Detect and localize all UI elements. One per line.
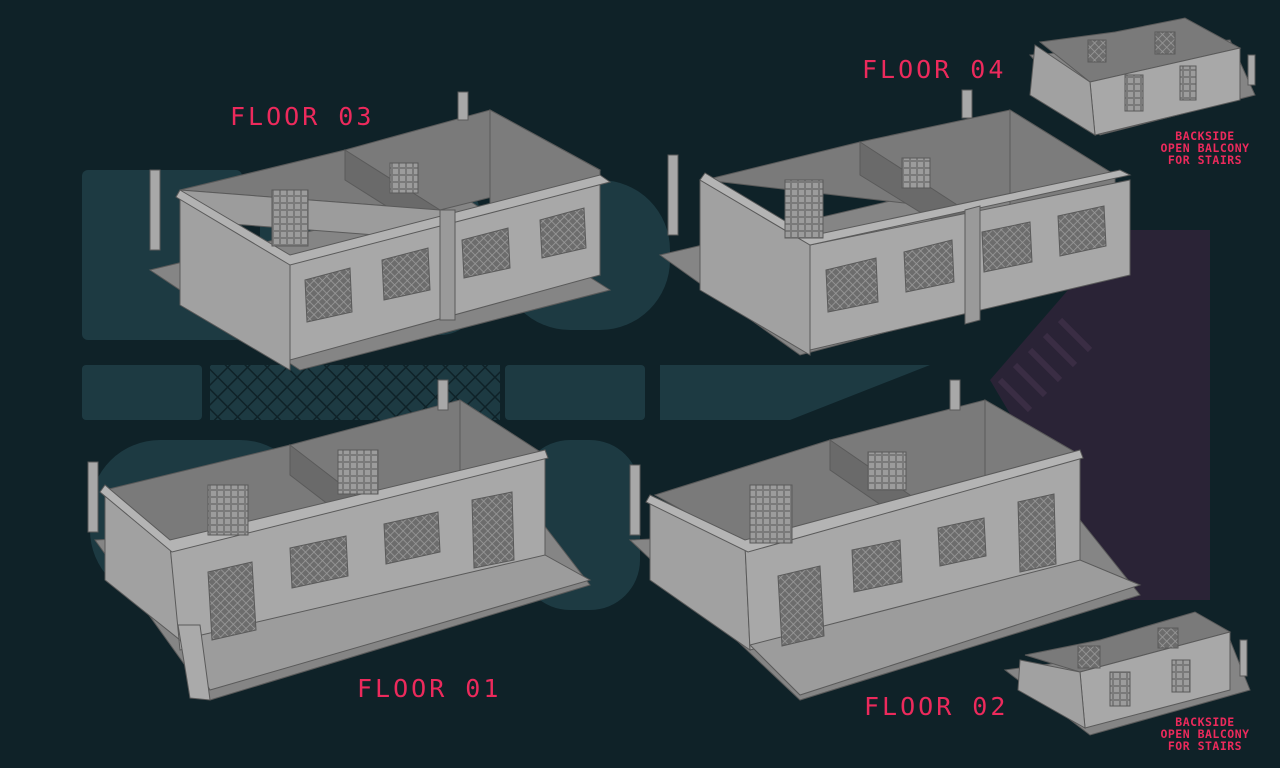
- backside-note-top: BACKSIDE OPEN BALCONY FOR STAIRS: [1140, 130, 1270, 166]
- note-line: BACKSIDE: [1175, 715, 1235, 729]
- floor-03-label: FLOOR 03: [230, 102, 375, 131]
- floor-04-label: FLOOR 04: [862, 55, 1007, 84]
- note-line: FOR STAIRS: [1167, 153, 1243, 167]
- backside-note-bottom: BACKSIDE OPEN BALCONY FOR STAIRS: [1140, 716, 1270, 752]
- note-line: OPEN BALCONY: [1160, 727, 1250, 741]
- floor-04-backside-model: [1028, 17, 1256, 136]
- floor-03-model: [148, 91, 612, 371]
- floor-02-model: [628, 379, 1142, 701]
- floor-04-model: [658, 89, 1132, 356]
- note-line: FOR STAIRS: [1167, 739, 1243, 753]
- background-accent: [990, 230, 1210, 600]
- note-line: OPEN BALCONY: [1160, 141, 1250, 155]
- floor-02-backside-model: [1003, 611, 1251, 736]
- floor-02-label: FLOOR 02: [864, 692, 1009, 721]
- note-line: BACKSIDE: [1175, 129, 1235, 143]
- floor-01-model: [87, 379, 592, 701]
- floor-01-label: FLOOR 01: [357, 674, 502, 703]
- background-stripes: [997, 317, 1093, 413]
